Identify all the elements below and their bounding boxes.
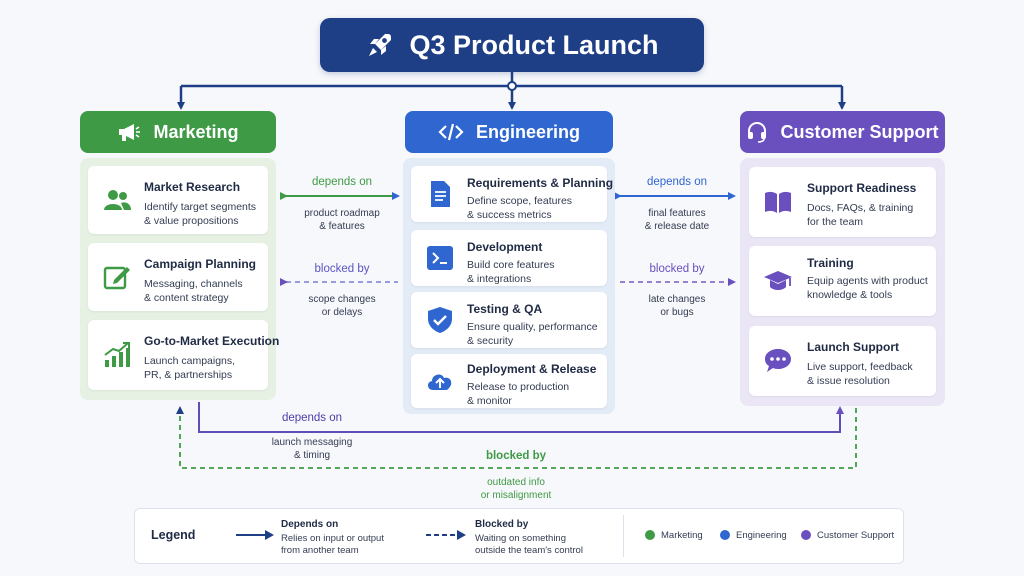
cloud-upload-icon: [427, 374, 452, 390]
sup-mkt-depends-arrow: [198, 402, 844, 433]
legend-solid-arrow: [236, 530, 274, 540]
mkt-sup-blocked-label: blocked by: [485, 450, 547, 462]
engineering-panel: Requirements & Planning Define scope, fe…: [403, 158, 615, 414]
graduation-cap-icon: [764, 271, 792, 290]
card-development: Development Build core features & integr…: [411, 230, 607, 286]
card-description: Launch campaigns, PR, & partnerships: [144, 355, 236, 381]
card-launch-support: Launch Support Live support, feedback & …: [749, 326, 936, 396]
headset-icon: [748, 121, 767, 143]
title-text: Q3 Product Launch: [409, 29, 659, 60]
eng-sup-blocked-desc: late changes or bugs: [648, 294, 706, 318]
card-training: Training Equip agents with product knowl…: [749, 246, 936, 316]
card-title: Market Research: [144, 180, 241, 194]
chat-bubble-icon: [765, 349, 791, 372]
legend-divider: [623, 515, 624, 557]
card-title: Training: [807, 256, 854, 270]
card-testing-qa: Testing & QA Ensure quality, performance…: [411, 292, 607, 348]
legend-blocked-title: Blocked by: [475, 519, 529, 530]
legend-support-dot: [801, 530, 811, 540]
card-title: Development: [467, 240, 543, 254]
diagram-title: Q3 Product Launch: [320, 18, 704, 72]
card-description: Define scope, features & success metrics: [467, 195, 573, 221]
card-title: Requirements & Planning: [467, 176, 614, 190]
shield-check-icon: [428, 307, 452, 333]
card-title: Launch Support: [807, 340, 899, 354]
eng-sup-depends-label: depends on: [646, 176, 708, 188]
card-description: Build core features & integrations: [467, 259, 555, 285]
card-go-to-market-execution: Go-to-Market Execution Launch campaigns,…: [88, 320, 279, 390]
card-title: Testing & QA: [467, 302, 543, 316]
megaphone-icon: [119, 124, 141, 141]
mkt-eng-depends-desc: product roadmap & features: [304, 208, 380, 232]
card-title: Go-to-Market Execution: [144, 334, 280, 348]
mkt-sup-blocked-desc: outdated info or misalignment: [480, 477, 552, 501]
legend: Legend Depends on Relies on input or out…: [134, 508, 904, 564]
card-description: Ensure quality, performance & security: [467, 321, 598, 347]
card-requirements-planning: Requirements & Planning Define scope, fe…: [411, 166, 613, 222]
legend-marketing-label: Marketing: [661, 530, 703, 541]
card-description: Messaging, channels & content strategy: [144, 278, 243, 304]
legend-title: Legend: [151, 528, 196, 542]
legend-engineering-label: Engineering: [736, 530, 787, 541]
book-icon: [765, 191, 791, 213]
card-description: Identify target segments & value proposi…: [144, 201, 257, 227]
legend-dashed-arrow: [426, 530, 466, 540]
legend-engineering-dot: [720, 530, 730, 540]
card-title: Support Readiness: [807, 181, 917, 195]
mkt-sup-blocked-arrow: [176, 406, 857, 469]
card-support-readiness: Support Readiness Docs, FAQs, & training…: [749, 167, 936, 237]
code-icon: [438, 123, 464, 141]
legend-depends-desc: Relies on input or output from another t…: [281, 533, 384, 556]
people-icon: [104, 190, 131, 210]
marketing-header: Marketing: [80, 111, 276, 153]
legend-marketing-dot: [645, 530, 655, 540]
card-description: Release to production & monitor: [467, 381, 570, 407]
engineering-header-label: Engineering: [475, 121, 580, 142]
support-panel: Support Readiness Docs, FAQs, & training…: [740, 158, 945, 406]
card-market-research: Market Research Identify target segments…: [88, 166, 268, 234]
support-header-label: Customer Support: [780, 121, 939, 142]
growth-chart-icon: [104, 342, 130, 367]
card-title: Deployment & Release: [467, 362, 597, 376]
eng-sup-blocked-label: blocked by: [649, 263, 705, 275]
legend-blocked-desc: Waiting on something outside the team's …: [475, 533, 583, 556]
card-description: Live support, feedback & issue resolutio…: [807, 361, 913, 387]
mkt-eng-blocked-desc: scope changes or delays: [308, 294, 376, 318]
terminal-icon: [427, 246, 453, 270]
card-deployment-release: Deployment & Release Release to producti…: [411, 354, 607, 408]
edit-icon: [103, 266, 130, 290]
sup-mkt-depends-desc: launch messaging & timing: [271, 437, 353, 461]
legend-depends-title: Depends on: [281, 519, 339, 530]
card-description: Docs, FAQs, & training for the team: [807, 202, 914, 228]
legend-support-label: Customer Support: [817, 530, 895, 541]
card-campaign-planning: Campaign Planning Messaging, channels & …: [88, 243, 268, 311]
eng-sup-depends-desc: final features & release date: [644, 208, 710, 232]
support-header: Customer Support: [740, 111, 945, 153]
document-icon: [431, 181, 450, 207]
mkt-eng-depends-label: depends on: [311, 176, 373, 188]
card-description: Equip agents with product knowledge & to…: [807, 275, 928, 301]
card-title: Campaign Planning: [144, 257, 257, 271]
sup-mkt-depends-label: depends on: [281, 412, 343, 424]
marketing-header-label: Marketing: [153, 121, 239, 142]
engineering-header: Engineering: [405, 111, 613, 153]
junction-dot: [507, 81, 517, 91]
marketing-panel: Market Research Identify target segments…: [80, 158, 279, 400]
mkt-eng-blocked-label: blocked by: [314, 263, 370, 275]
rocket-icon: [369, 34, 392, 56]
